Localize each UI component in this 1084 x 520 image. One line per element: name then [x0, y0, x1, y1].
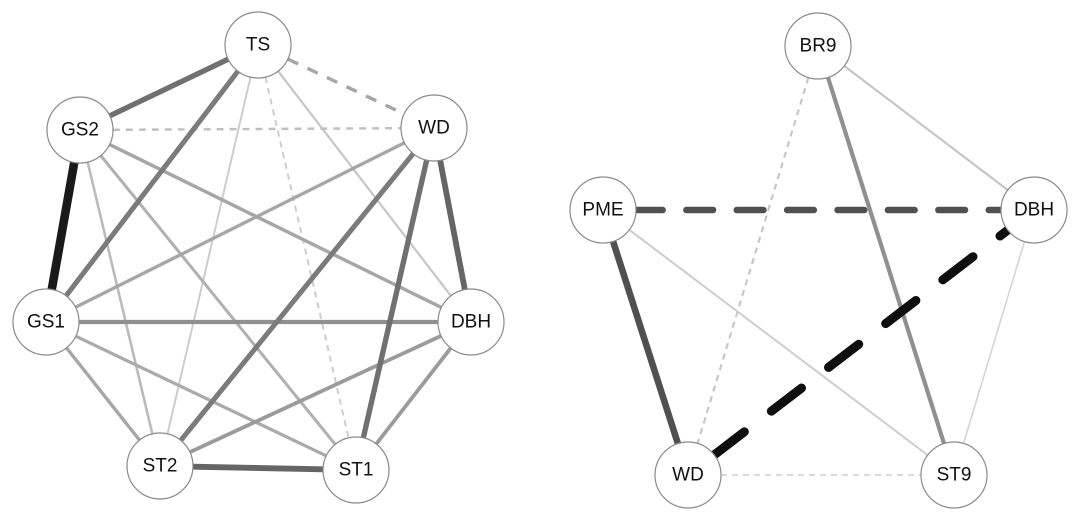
edge-left-TS-ST1 — [264, 76, 350, 439]
node-circle — [224, 11, 292, 79]
node-label: ST9 — [937, 465, 972, 486]
edge-left-WD-ST2 — [178, 152, 416, 442]
node-circle — [46, 96, 114, 164]
node-label: WD — [418, 118, 450, 139]
edge-left-GS2-WD — [112, 126, 402, 132]
edge-right-WD-DBH — [709, 225, 1013, 460]
node-label: WD — [672, 465, 704, 486]
node-circle — [920, 441, 988, 509]
node-label: GS2 — [61, 120, 99, 141]
node-circle — [654, 441, 722, 509]
edge-left-GS1-WD — [74, 141, 406, 309]
node-label: TS — [246, 35, 270, 56]
node-circle — [1000, 176, 1068, 244]
node-circle — [322, 436, 390, 504]
node-right-BR9: BR9 — [784, 12, 852, 80]
node-label: ST1 — [339, 460, 374, 481]
edge-right-PME-ST9 — [628, 229, 929, 456]
edge-left-DBH-ST1 — [374, 346, 453, 446]
node-right-PME: PME — [569, 176, 637, 244]
edge-left-GS1-ST1 — [75, 334, 327, 458]
node-left-WD: WD — [400, 94, 468, 162]
node-left-TS: TS — [224, 11, 292, 79]
node-label: GS1 — [27, 312, 65, 333]
edge-left-ST2-ST1 — [192, 463, 324, 473]
node-label: DBH — [1014, 200, 1054, 221]
left-network-nodes: TS GS2 WD GS1 DBH ST2 ST1 — [12, 11, 505, 504]
edge-right-BR9-ST9 — [825, 76, 947, 445]
edge-left-GS2-GS1 — [47, 161, 79, 291]
edge-left-TS-GS2 — [108, 56, 230, 119]
node-right-WD: WD — [654, 441, 722, 509]
edge-left-GS1-ST2 — [65, 346, 141, 442]
node-circle — [126, 432, 194, 500]
node-right-ST9: ST9 — [920, 441, 988, 509]
node-left-GS2: GS2 — [46, 96, 114, 164]
edge-left-TS-DBH — [277, 70, 452, 297]
edge-left-WD-ST1 — [360, 159, 430, 439]
node-circle — [12, 288, 80, 356]
node-circle — [437, 288, 505, 356]
node-circle — [400, 94, 468, 162]
node-left-GS1: GS1 — [12, 288, 80, 356]
edge-left-GS2-ST1 — [99, 154, 337, 446]
edge-left-GS2-DBH — [108, 143, 443, 309]
node-left-DBH: DBH — [437, 288, 505, 356]
node-circle — [569, 176, 637, 244]
edge-left-TS-ST2 — [166, 76, 252, 435]
node-circle — [784, 12, 852, 80]
node-left-ST2: ST2 — [126, 432, 194, 500]
right-network-edges — [609, 65, 1026, 476]
node-label: BR9 — [800, 36, 837, 57]
edge-left-DBH-ST2 — [189, 334, 442, 454]
edge-right-PME-WD — [609, 240, 682, 445]
edge-left-TS-GS1 — [64, 69, 240, 298]
edge-right-DBH-ST9 — [962, 241, 1026, 444]
node-left-ST1: ST1 — [322, 436, 390, 504]
left-network-edges — [47, 56, 468, 473]
edge-right-BR9-DBH — [843, 65, 1009, 191]
node-label: DBH — [451, 312, 491, 333]
edge-right-BR9-WD — [696, 77, 810, 444]
edge-left-GS2-ST2 — [86, 161, 154, 435]
node-label: ST2 — [143, 456, 178, 477]
node-right-DBH: DBH — [1000, 176, 1068, 244]
node-label: PME — [582, 200, 623, 221]
edge-left-WD-DBH — [437, 159, 468, 291]
